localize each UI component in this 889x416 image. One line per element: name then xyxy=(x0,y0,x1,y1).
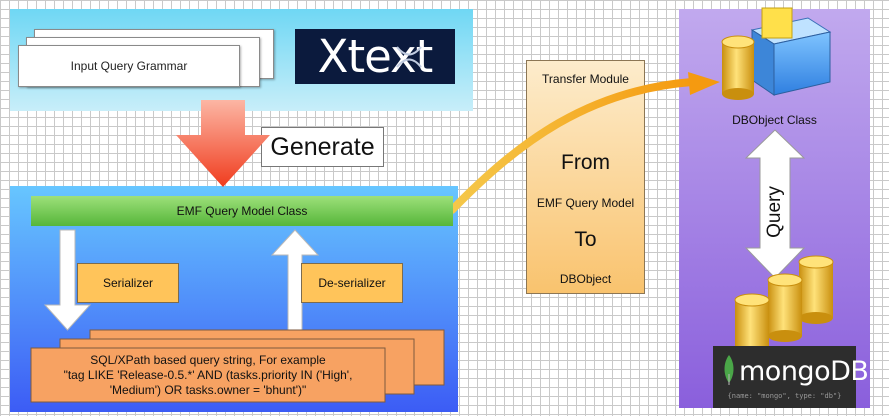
deserializer-up-arrow xyxy=(270,229,320,331)
xtext-cross-icon xyxy=(396,46,422,68)
mongodb-leaf-icon xyxy=(724,355,734,385)
serializer-box: Serializer xyxy=(77,263,179,303)
generate-label: Generate xyxy=(261,127,384,167)
generate-arrow xyxy=(176,100,270,187)
transfer-to-label: To xyxy=(574,228,597,251)
transfer-module-box xyxy=(526,60,645,294)
dbobject-class-label: DBObject Class xyxy=(732,113,817,127)
serializer-down-arrow xyxy=(43,229,92,331)
input-query-grammar-label: Input Query Grammar xyxy=(70,59,188,73)
transfer-arrowhead xyxy=(688,72,720,95)
transfer-arc-arrow xyxy=(448,78,696,214)
deserializer-box: De-serializer xyxy=(301,263,403,303)
transfer-from-label: From xyxy=(561,151,610,174)
mongodb-wordmark: mongoDB xyxy=(739,356,869,387)
sql-line-3: 'Medium') OR tasks.owner = 'bhunt')" xyxy=(109,382,307,397)
document-stack-front xyxy=(18,45,240,87)
transfer-module-title: Transfer Module xyxy=(542,72,629,86)
sql-card-front xyxy=(30,347,386,403)
cube-icon xyxy=(750,7,832,96)
mongodb-cylinders-icon xyxy=(734,255,834,362)
sql-query-text: SQL/XPath based query string, For exampl… xyxy=(31,348,385,402)
emf-query-model-class: EMF Query Model Class xyxy=(31,196,453,226)
xtext-logo-text: Xtext xyxy=(317,30,434,83)
dbobject-cylinder-icon xyxy=(721,35,755,100)
sql-line-1: SQL/XPath based query string, For exampl… xyxy=(90,352,326,367)
transfer-dbobject-label: DBObject xyxy=(559,272,612,286)
sql-line-2: "tag LIKE 'Release-0.5.*' AND (tasks.pri… xyxy=(63,367,353,382)
transfer-emf-label: EMF Query Model xyxy=(536,196,635,210)
xtext-logo: Xtext xyxy=(295,29,455,84)
mongodb-logo: mongoDB {name: "mongo", type: "db"} xyxy=(713,346,869,408)
mongodb-tagline: {name: "mongo", type: "db"} xyxy=(727,392,842,400)
query-label: Query xyxy=(764,186,785,238)
